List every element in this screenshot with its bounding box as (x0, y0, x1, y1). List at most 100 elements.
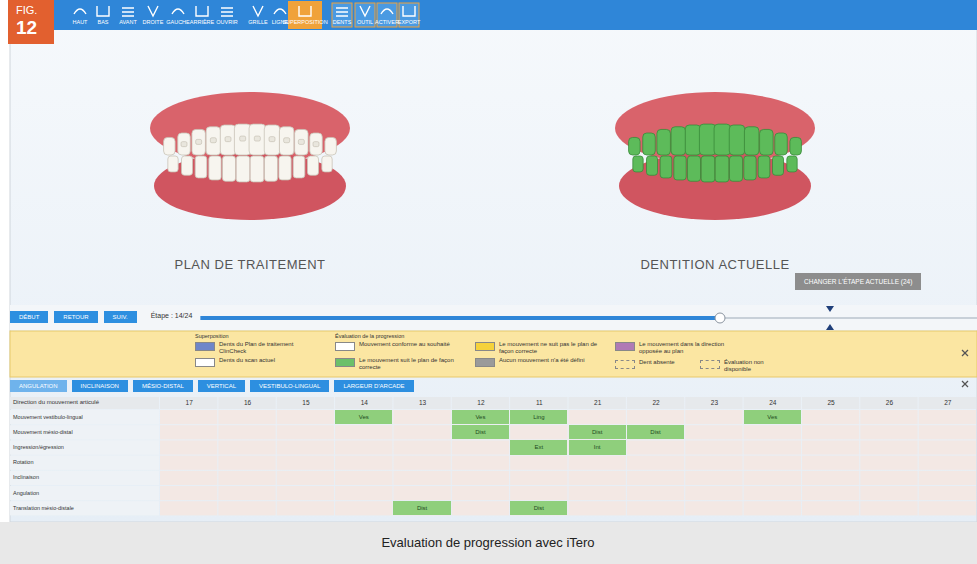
lower-tooth (647, 156, 658, 175)
table-cell-ground (10, 456, 159, 470)
tooth-number: 21 (594, 399, 601, 406)
table-cell-ground (160, 410, 217, 424)
table-cell-ground (160, 471, 217, 485)
header-cell (452, 397, 509, 409)
table-cell-ground (218, 425, 275, 439)
upper-tooth (714, 124, 731, 155)
row-label: Rotation (13, 459, 34, 465)
table-cell-ground (919, 425, 976, 439)
movement-cell: Int (569, 440, 626, 454)
tool-label: EXPORT (398, 19, 421, 25)
header-cell (218, 397, 275, 409)
legend-swatch (195, 342, 215, 351)
lower-tooth (168, 156, 178, 172)
movement-cell: Dist (510, 501, 567, 515)
table-cell-ground (627, 410, 684, 424)
table-cell-ground (452, 440, 509, 454)
lower-tooth (660, 156, 672, 178)
table-cell-ground (218, 440, 275, 454)
upper-tooth (729, 125, 745, 155)
tool-icon (253, 6, 263, 16)
table-cell-ground (277, 440, 334, 454)
button-text: VESTIBULO-LINGUAL (259, 383, 320, 389)
tool-label: SUPERPOSITION (282, 19, 327, 25)
attachment (225, 137, 231, 142)
change-step-button: CHANGER L'ÉTAPE ACTUELLE (24) (795, 273, 921, 290)
upper-tooth (325, 137, 337, 155)
button-text: LARGEUR D'ARCADE (343, 383, 404, 389)
tool-label: ARRIÈRE (190, 19, 214, 25)
lower-tooth (182, 156, 193, 175)
legend-swatch (475, 342, 495, 351)
table-cell-ground (452, 471, 509, 485)
upper-tooth (790, 137, 802, 155)
table-cell-ground (919, 456, 976, 470)
attachment (284, 138, 290, 143)
table-cell-ground (510, 440, 567, 454)
table-cell-ground (802, 425, 859, 439)
table-cell-ground (160, 486, 217, 500)
table-cell-ground (160, 425, 217, 439)
upper-tooth (657, 129, 671, 155)
table-cell-ground (627, 440, 684, 454)
upper-tooth (671, 127, 686, 155)
step-slider (200, 306, 977, 330)
table-cell-ground (569, 410, 626, 424)
slider-progress (200, 316, 720, 320)
tool-icon (381, 9, 393, 14)
table-cell-ground (802, 456, 859, 470)
nav-button: RETOUR (54, 311, 97, 323)
table-cell-ground (744, 456, 801, 470)
lower-gum (154, 152, 346, 220)
tool-icon (97, 6, 109, 16)
legend-heading: Superposition (195, 333, 229, 339)
upper-tooth (775, 133, 788, 155)
table-cell-ground (393, 410, 450, 424)
header-cell (919, 397, 976, 409)
screen-area (10, 0, 977, 522)
tool-icon (172, 9, 184, 14)
tooth-number: 14 (361, 399, 368, 406)
nav-button: DÉBUT (10, 311, 48, 323)
upper-tooth (643, 133, 656, 155)
table-cell-ground (744, 501, 801, 515)
legend-text: Le mouvement ne suit pas le plan de faço… (499, 341, 599, 355)
button-text: CHANGER L'ÉTAPE ACTUELLE (24) (804, 278, 912, 285)
table-cell-ground (860, 410, 917, 424)
row-label: Angulation (13, 490, 39, 496)
tab-button: INCLINAISON (72, 380, 128, 392)
teeth-illustrations (150, 92, 815, 220)
legend-sample (700, 360, 720, 369)
table-cell-ground (685, 501, 742, 515)
lower-tooth (715, 156, 729, 182)
lower-tooth (195, 156, 207, 178)
tooth-number: 16 (244, 399, 251, 406)
table-cell-ground (744, 440, 801, 454)
table-cell-ground (393, 425, 450, 439)
table-cell-ground (919, 486, 976, 500)
table-cell-ground (744, 410, 801, 424)
upper-tooth (629, 137, 641, 155)
tooth-number: 24 (769, 399, 776, 406)
upper-tooth (699, 124, 716, 155)
tooth-number: 22 (652, 399, 659, 406)
legend-band (10, 331, 977, 377)
button-text: SUIV. (113, 314, 128, 320)
slider-track (720, 317, 977, 319)
table-cell-ground (452, 425, 509, 439)
table-cell-ground (569, 486, 626, 500)
view-title: DENTITION ACTUELLE (640, 257, 789, 272)
table-cell-ground (685, 440, 742, 454)
current-dentition (615, 92, 815, 220)
table-cell-ground (569, 501, 626, 515)
header-cell (160, 397, 217, 409)
lower-tooth (701, 156, 715, 182)
header-cell (393, 397, 450, 409)
table-cell-ground (744, 486, 801, 500)
header-cell (510, 397, 567, 409)
table-cell-ground (277, 501, 334, 515)
table-cell-ground (627, 456, 684, 470)
toolbar (40, 0, 977, 30)
upper-tooth (760, 129, 774, 155)
tool-label: GAUCHE (166, 19, 190, 25)
